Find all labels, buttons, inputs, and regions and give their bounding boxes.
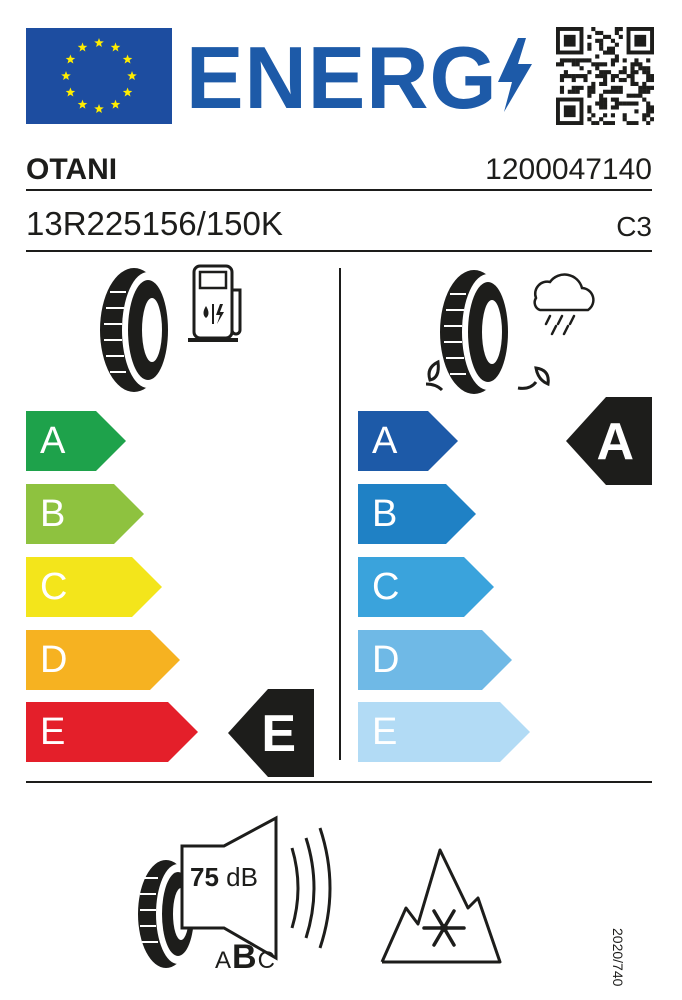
three-peak-snowflake-icon bbox=[378, 846, 504, 971]
supplier-name: OTANI bbox=[26, 153, 118, 186]
tyre-speaker-icon bbox=[134, 814, 344, 979]
tyre-class: C3 bbox=[616, 211, 652, 242]
flag-star bbox=[61, 71, 71, 80]
noise-class-a: A bbox=[215, 947, 233, 974]
energy-title: ENERG bbox=[186, 28, 498, 127]
flag-star bbox=[94, 104, 104, 113]
tyre-size-designation: 13R225156/150K bbox=[26, 205, 283, 242]
flag-star bbox=[94, 38, 104, 47]
flag-star bbox=[122, 87, 133, 97]
divider-line bbox=[26, 189, 652, 191]
fuel-arrow-letter: D bbox=[40, 639, 68, 681]
divider-line bbox=[26, 781, 652, 783]
flag-star bbox=[110, 99, 121, 109]
fuel-arrow-a: A bbox=[26, 411, 126, 471]
wet-arrow-letter: A bbox=[372, 420, 398, 462]
noise-db-number: 75 bbox=[190, 862, 219, 892]
fuel-arrow-e: E bbox=[26, 702, 198, 762]
lightning-bolt-icon bbox=[492, 38, 536, 117]
regulation-number: 2020/740 bbox=[610, 928, 626, 987]
fuel-arrow-letter: E bbox=[40, 711, 66, 753]
fuel-arrow-letter: B bbox=[40, 493, 66, 535]
divider-line bbox=[26, 250, 652, 252]
wet-arrow-e: E bbox=[358, 702, 530, 762]
fuel-efficiency-rating: E bbox=[228, 689, 314, 777]
fuel-arrow-d: D bbox=[26, 630, 180, 690]
wet-arrow-a: A bbox=[358, 411, 458, 471]
flag-star bbox=[65, 54, 76, 64]
eu-flag-icon bbox=[26, 28, 172, 129]
wet-grip-rating: A bbox=[566, 397, 652, 485]
noise-class-scale: ABC bbox=[215, 938, 276, 977]
model-identifier: 1200047140 bbox=[485, 153, 652, 186]
tyre-fuel-pump-icon bbox=[96, 262, 256, 407]
wet-arrow-letter: D bbox=[372, 639, 400, 681]
tyre-rain-cloud-icon bbox=[418, 264, 602, 409]
flag-star bbox=[122, 54, 133, 64]
vertical-divider bbox=[339, 268, 341, 760]
flag-star bbox=[127, 71, 137, 80]
wet-arrow-c: C bbox=[358, 557, 494, 617]
fuel-rating-letter: E bbox=[261, 705, 296, 763]
flag-star bbox=[77, 42, 88, 52]
wet-arrow-letter: C bbox=[372, 566, 400, 608]
flag-star bbox=[77, 99, 88, 109]
wet-arrow-letter: E bbox=[372, 711, 398, 753]
noise-unit: dB bbox=[226, 862, 258, 892]
flag-star bbox=[65, 87, 76, 97]
wet-arrow-b: B bbox=[358, 484, 476, 544]
fuel-arrow-letter: A bbox=[40, 420, 66, 462]
flag-star bbox=[110, 42, 121, 52]
fuel-arrow-c: C bbox=[26, 557, 162, 617]
wet-arrow-letter: B bbox=[372, 493, 398, 535]
fuel-arrow-letter: C bbox=[40, 566, 68, 608]
qr-code-icon bbox=[556, 27, 655, 130]
noise-value: 75 dB bbox=[190, 862, 258, 893]
wet-rating-letter: A bbox=[596, 413, 634, 471]
noise-class-b: B bbox=[232, 938, 258, 976]
noise-class-c: C bbox=[257, 947, 276, 974]
wet-arrow-d: D bbox=[358, 630, 512, 690]
fuel-arrow-b: B bbox=[26, 484, 144, 544]
